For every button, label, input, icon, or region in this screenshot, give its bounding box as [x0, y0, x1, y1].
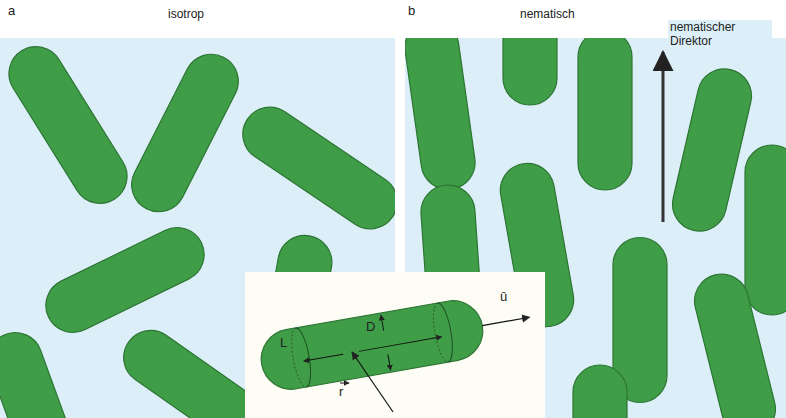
inset-rod — [256, 288, 534, 394]
position-vector — [352, 352, 393, 412]
rod — [667, 64, 757, 237]
director-arrow — [662, 52, 665, 222]
label: L — [280, 336, 287, 350]
rod — [578, 38, 632, 190]
rod — [0, 38, 137, 214]
inset-panel — [245, 272, 545, 418]
rod — [689, 268, 781, 418]
label: nematisch — [520, 7, 575, 21]
label: û — [500, 290, 507, 304]
rod — [37, 218, 213, 341]
rod — [232, 97, 395, 240]
rod — [122, 45, 247, 221]
length-arrow — [304, 354, 343, 361]
label: b — [408, 4, 415, 18]
rod — [0, 325, 79, 418]
rod — [745, 145, 786, 315]
vector-accent — [340, 383, 349, 384]
label: nematischer Direktor — [668, 20, 772, 48]
rod — [503, 38, 557, 105]
rod — [405, 38, 479, 193]
label: D — [366, 320, 375, 334]
label: isotrop — [168, 7, 204, 21]
label: a — [8, 4, 15, 18]
orientation-vector — [482, 317, 529, 325]
label: r — [339, 385, 343, 399]
rod — [113, 320, 267, 418]
diameter-arrow — [381, 315, 384, 331]
rod — [573, 365, 627, 418]
